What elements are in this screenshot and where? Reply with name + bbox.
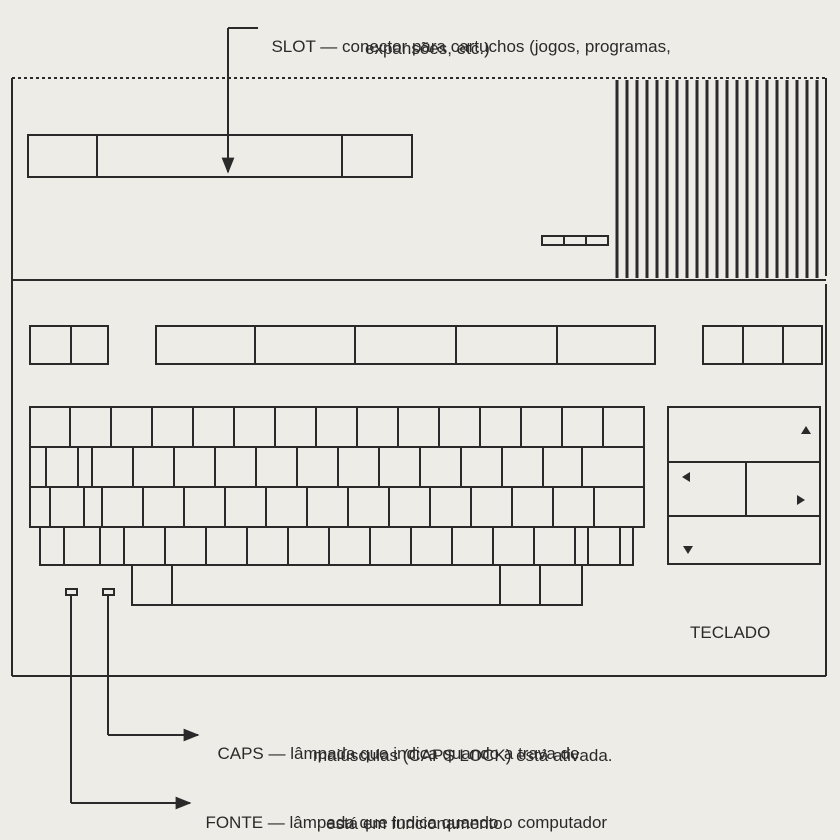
right-function-keys — [702, 325, 823, 365]
slot-callout: SLOT — conector para cartuchos (jogos, p… — [262, 17, 671, 57]
space-bar-row — [131, 564, 583, 606]
keyboard-row-1 — [29, 406, 645, 448]
keyboard-row-3 — [29, 486, 645, 528]
main-keyboard — [29, 406, 645, 606]
caps-dash: — — [268, 744, 286, 763]
triangle-up-icon — [801, 426, 811, 434]
keyboard-row-4 — [39, 526, 634, 566]
fonte-callout: FONTE — lâmpada que indica quando o comp… — [196, 793, 607, 833]
middle-function-keys — [155, 325, 656, 365]
fonte-term: FONTE — [205, 813, 264, 832]
cooling-vents — [615, 80, 819, 278]
fonte-dash: — — [267, 813, 285, 832]
cartridge-slot — [27, 134, 413, 178]
fonte-callout-line2: está em funcionamento. — [326, 814, 508, 833]
triangle-left-icon — [682, 472, 690, 482]
caps-lamp — [102, 588, 115, 596]
left-function-keys — [29, 325, 109, 365]
caps-callout: CAPS — lâmpada que indica quando a trava… — [208, 724, 579, 764]
computer-body — [11, 77, 827, 677]
cursor-keypad — [667, 406, 821, 565]
keyboard-label: TECLADO — [690, 623, 771, 642]
caps-leader — [107, 596, 200, 742]
caps-callout-line2: maiúsculas (CAPS LOCK) está ativada. — [313, 746, 613, 765]
slot-dash: — — [320, 37, 338, 56]
status-indicators — [541, 235, 609, 246]
triangle-right-icon — [797, 495, 805, 505]
slot-callout-line2: expansões, etc.) — [365, 39, 490, 58]
caps-line1: lâmpada que indica quando a trava de — [290, 744, 580, 763]
caps-term: CAPS — [217, 744, 264, 763]
fonte-leader — [70, 596, 192, 810]
keyboard-row-2 — [29, 446, 645, 488]
slot-leader — [221, 27, 258, 174]
fonte-lamp — [65, 588, 78, 596]
fonte-line1: lâmpada que indica quando o computador — [289, 813, 608, 832]
slot-line1: conector para cartuchos (jogos, programa… — [342, 37, 671, 56]
triangle-down-icon — [683, 546, 693, 554]
slot-term: SLOT — [271, 37, 316, 56]
